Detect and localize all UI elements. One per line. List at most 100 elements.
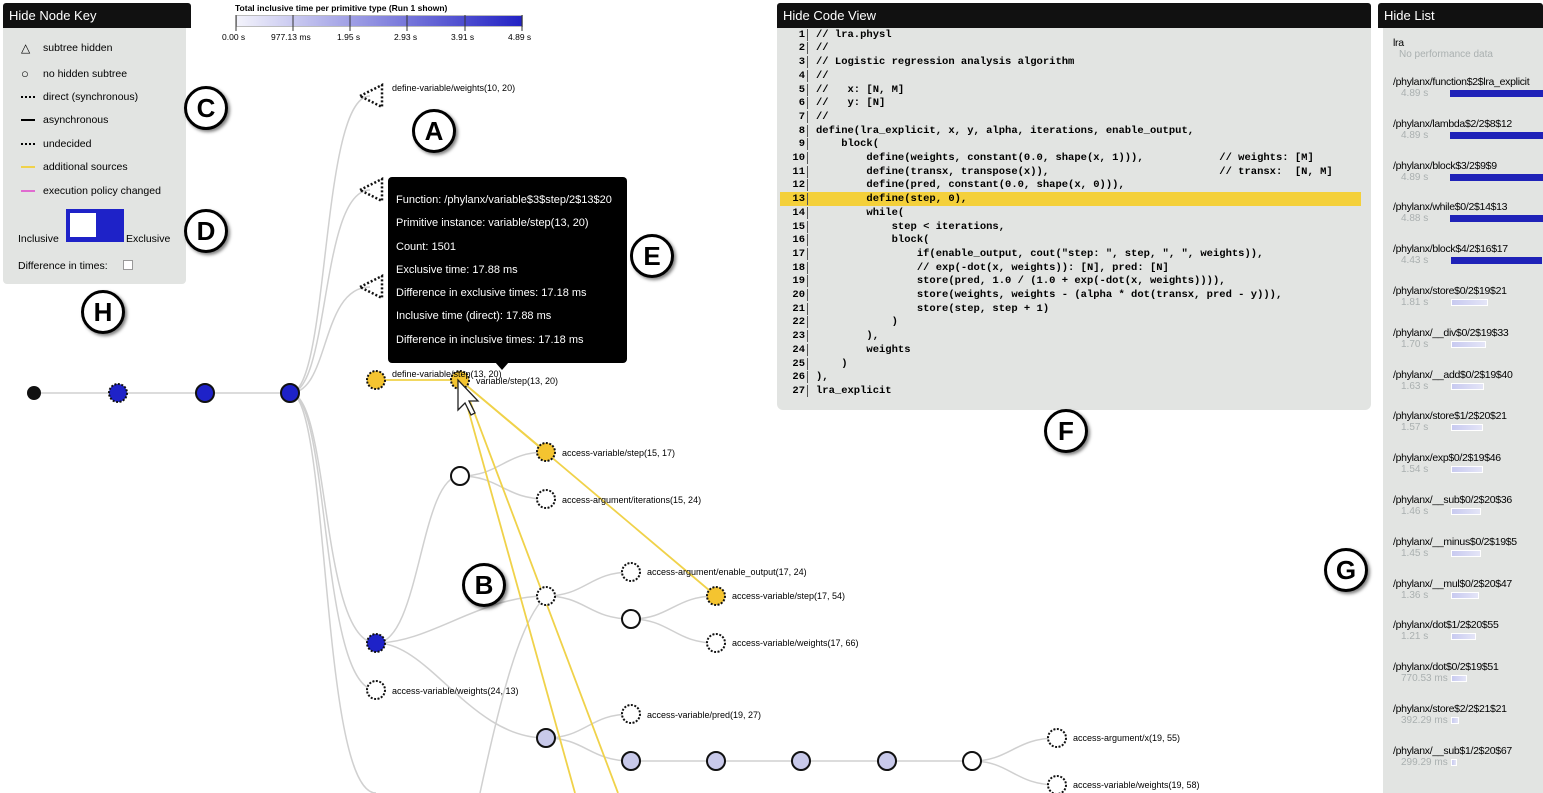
list-item-time-bar <box>1450 215 1543 223</box>
node-label[interactable]: variable/step(13, 20) <box>476 376 559 386</box>
node-label[interactable]: define-variable/step(13, 20) <box>392 369 502 379</box>
code-text: // y: [N] <box>816 97 886 110</box>
list-item-value: 1.36 s <box>1401 589 1429 601</box>
hide-node-key-button[interactable]: Hide Node Key <box>3 3 191 28</box>
code-line[interactable]: 2// <box>780 42 1361 56</box>
tree-node <box>27 386 41 400</box>
code-line[interactable]: 4// <box>780 69 1361 83</box>
hide-code-view-button[interactable]: Hide Code View <box>777 3 1371 28</box>
code-line[interactable]: 6// y: [N] <box>780 97 1361 111</box>
list-item-value: 4.89 s <box>1401 129 1429 141</box>
node-label[interactable]: access-variable/weights(17, 66) <box>732 638 859 648</box>
key-label: additional sources <box>43 161 128 173</box>
code-line[interactable]: 18 // exp(-dot(x, weights)): [N], pred: … <box>780 261 1361 275</box>
code-line[interactable]: 22 ) <box>780 316 1361 330</box>
list-item-value: No performance data <box>1399 49 1493 60</box>
list-item-name: /phylanx/block$4/2$16$17 <box>1393 243 1508 256</box>
legend-tick-label: 3.91 s <box>451 32 475 42</box>
code-line[interactable]: 5// x: [N, M] <box>780 83 1361 97</box>
code-line[interactable]: 1// lra.physl <box>780 28 1361 42</box>
node-label[interactable]: access-argument/iterations(15, 24) <box>562 495 702 505</box>
code-line[interactable]: 10 define(weights, constant(0.0, shape(x… <box>780 151 1361 165</box>
code-line[interactable]: 19 store(pred, 1.0 / (1.0 + exp(-dot(x, … <box>780 275 1361 289</box>
hide-list-button[interactable]: Hide List <box>1378 3 1543 28</box>
node-label[interactable]: define-variable/weights(10, 20) <box>392 83 516 93</box>
tree-edge <box>375 595 547 644</box>
code-line[interactable]: 3// Logistic regression analysis algorit… <box>780 55 1361 69</box>
tree-node <box>108 383 128 403</box>
list-item-value: 1.57 s <box>1401 422 1429 434</box>
node-label[interactable]: access-variable/step(17, 54) <box>732 591 846 601</box>
node-label[interactable]: access-variable/pred(19, 27) <box>647 710 762 720</box>
legend-tick-label: 2.93 s <box>394 32 418 42</box>
key-label: asynchronous <box>43 114 109 126</box>
code-line[interactable]: 13 define(step, 0), <box>780 192 1361 206</box>
code-line[interactable]: 20 store(weights, weights - (alpha * dot… <box>780 288 1361 302</box>
code-line[interactable]: 17 if(enable_output, cout("step: ", step… <box>780 247 1361 261</box>
code-line[interactable]: 12 define(pred, constant(0.0, shape(x, 0… <box>780 179 1361 193</box>
tree-edge <box>289 392 377 644</box>
code-text: define(pred, constant(0.0, shape(x, 0)))… <box>816 179 1125 192</box>
node-label[interactable]: access-variable/weights(19, 58) <box>1073 780 1200 790</box>
legend-tick-label: 4.89 s <box>508 32 532 42</box>
list-item-time-bar <box>1451 466 1483 474</box>
node-label[interactable]: access-variable/step(15, 17) <box>562 448 676 458</box>
code-line[interactable]: 26), <box>780 371 1361 385</box>
line-number: 7 <box>780 110 808 123</box>
code-line[interactable]: 15 step < iterations, <box>780 220 1361 234</box>
code-text: define(transx, transpose(x)), // transx:… <box>816 165 1333 178</box>
tree-node <box>366 633 386 653</box>
code-line[interactable]: 25 ) <box>780 357 1361 371</box>
solid-line-icon <box>21 119 37 121</box>
code-line[interactable]: 14 while( <box>780 206 1361 220</box>
code-line[interactable]: 21 store(step, step + 1) <box>780 302 1361 316</box>
tooltip-inclusive-time: Inclusive time (direct): 17.88 ms <box>396 310 552 323</box>
code-line[interactable]: 16 block( <box>780 234 1361 248</box>
list-item-name: /phylanx/store$0/2$19$21 <box>1393 285 1507 297</box>
key-label: undecided <box>43 138 92 150</box>
key-label: no hidden subtree <box>43 67 128 80</box>
list-item-time-bar <box>1451 591 1479 599</box>
tree-edge <box>479 595 547 793</box>
line-number: 18 <box>780 261 808 274</box>
tree-node <box>536 489 556 509</box>
line-number: 4 <box>780 69 808 82</box>
tooltip-primitive-instance: Primitive instance: variable/step(13, 20… <box>396 217 589 230</box>
list-panel[interactable]: lra No performance data /phylanx/functio… <box>1383 28 1543 793</box>
node-label[interactable]: access-argument/enable_output(17, 24) <box>647 567 807 577</box>
key-undecided: undecided <box>21 138 91 150</box>
list-item-name: /phylanx/__mul$0/2$20$47 <box>1393 577 1512 590</box>
node-label[interactable]: access-argument/x(19, 55) <box>1073 733 1181 743</box>
node-label[interactable]: access-variable/weights(24, 13) <box>392 686 519 696</box>
code-line[interactable]: 11 define(transx, transpose(x)), // tran… <box>780 165 1361 179</box>
code-line[interactable]: 7// <box>780 110 1361 124</box>
code-text: // exp(-dot(x, weights)): [N], pred: [N] <box>816 261 1169 274</box>
code-line[interactable]: 24 weights <box>780 343 1361 357</box>
code-line[interactable]: 23 ), <box>780 329 1361 343</box>
code-text: ), <box>816 371 829 384</box>
list-item[interactable]: lra No performance data <box>1393 37 1543 60</box>
key-label: subtree hidden <box>43 42 113 54</box>
difference-checkbox[interactable] <box>123 260 133 270</box>
code-line[interactable]: 9 block( <box>780 138 1361 152</box>
